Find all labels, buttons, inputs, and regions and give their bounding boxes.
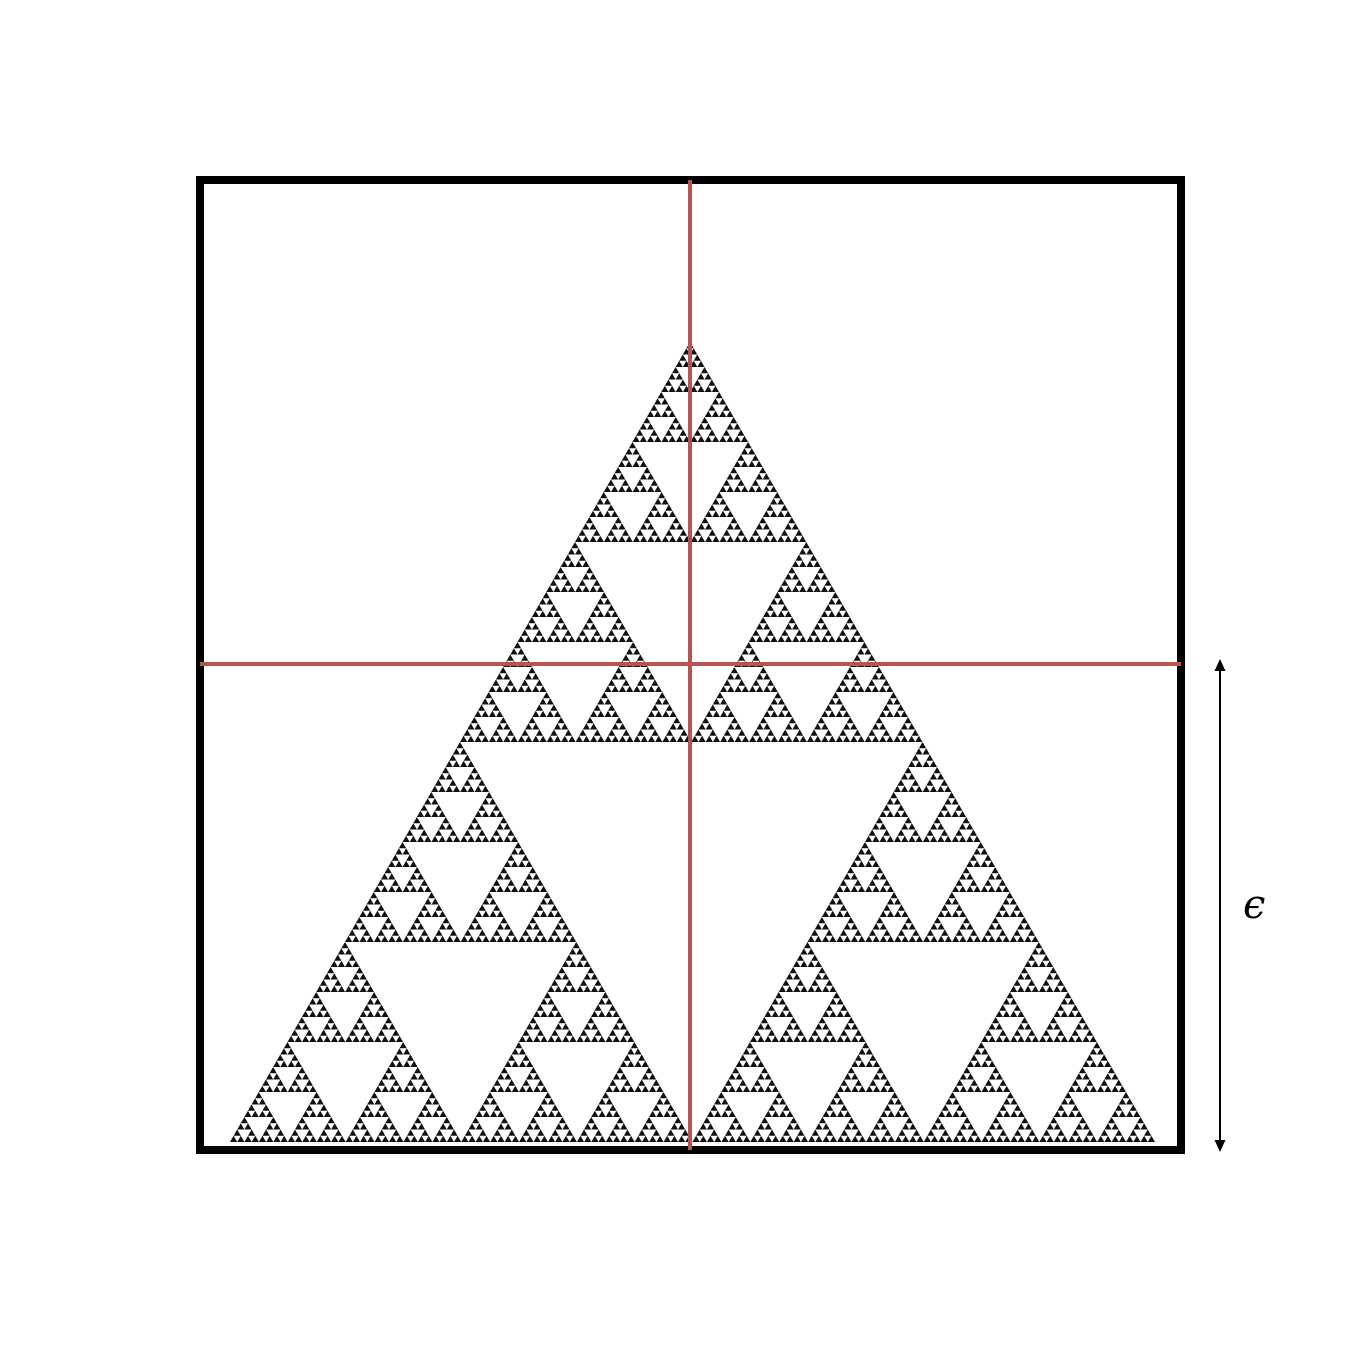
epsilon-label: ϵ xyxy=(1243,882,1265,928)
arrowhead-down-icon xyxy=(1214,1140,1226,1152)
arrowhead-up-icon xyxy=(1214,659,1226,671)
sierpinski-triangle xyxy=(230,342,1155,1142)
fractal-holes xyxy=(233,348,1152,1142)
epsilon-dimension-arrow xyxy=(1214,659,1226,1152)
